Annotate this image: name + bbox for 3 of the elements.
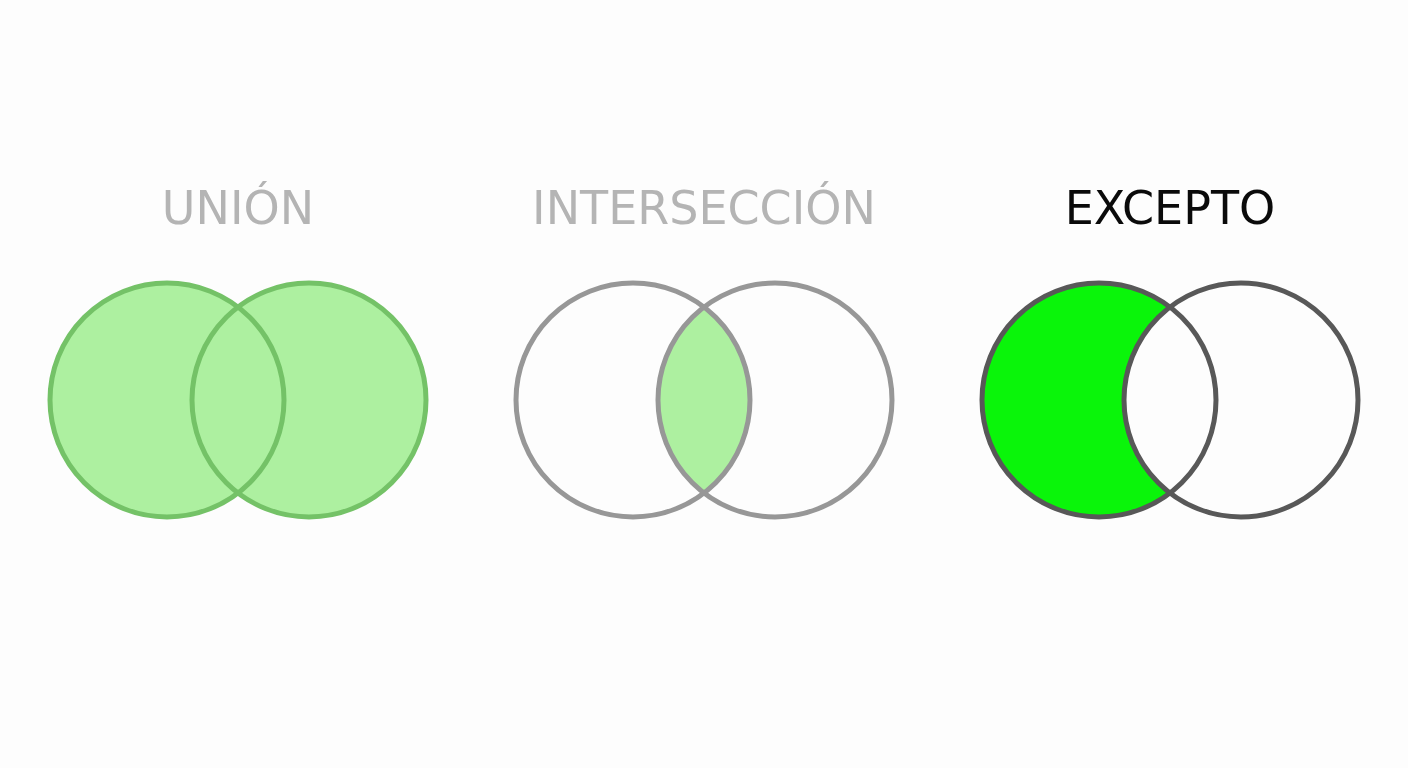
heading: UNIÓN [161, 181, 315, 235]
heading: EXCEPTO [1064, 181, 1276, 235]
heading: INTERSECCIÓN [532, 181, 876, 235]
